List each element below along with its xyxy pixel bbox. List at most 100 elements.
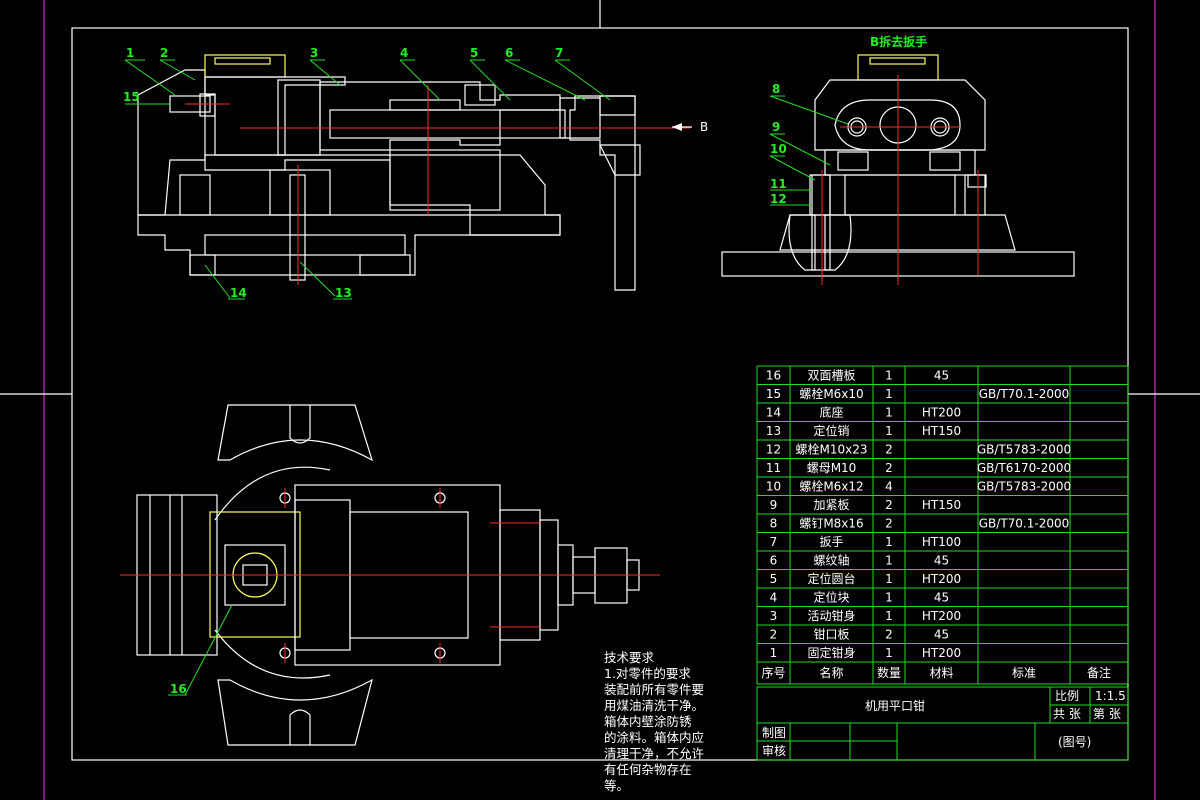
- table-header-name: 名称: [819, 665, 843, 680]
- callout-9: 9: [772, 120, 780, 134]
- table-cell-name: 双面槽板: [807, 369, 855, 383]
- drawn-by-label: 制图: [762, 726, 786, 740]
- table-cell-standard: GB/T6170-2000: [977, 461, 1071, 475]
- table-cell-material: 45: [934, 369, 949, 383]
- table-cell-qty: 1: [885, 572, 893, 586]
- scale-value: 1:1.5: [1095, 689, 1126, 703]
- table-cell-no: 8: [770, 517, 778, 531]
- side-view-callouts: 8 9 10 11 12: [769, 82, 849, 206]
- title-block: 机用平口钳 比例 1:1.5 共 张 第 张 制图 审核 (图号): [756, 686, 1129, 761]
- callout-3: 3: [310, 46, 318, 60]
- table-cell-name: 螺纹轴: [813, 553, 849, 568]
- table-cell-qty: 2: [885, 628, 893, 642]
- notes-title: 技术要求: [604, 650, 655, 665]
- table-cell-material: HT150: [922, 424, 961, 438]
- side-view: B拆去扳手: [721, 34, 1075, 285]
- table-cell-name: 加紧板: [813, 498, 849, 512]
- callout-16: 16: [170, 682, 187, 696]
- table-cell-name: 钳口板: [813, 628, 849, 642]
- table-cell-qty: 4: [885, 480, 893, 494]
- callout-13: 13: [335, 286, 352, 300]
- table-cell-no: 14: [766, 406, 781, 420]
- table-cell-qty: 1: [885, 535, 893, 549]
- table-cell-qty: 1: [885, 406, 893, 420]
- sheet-number: 第 张: [1093, 707, 1121, 721]
- table-cell-material: HT200: [922, 646, 961, 660]
- table-cell-qty: 2: [885, 443, 893, 457]
- table-cell-no: 12: [766, 443, 781, 457]
- callout-1: 1: [126, 46, 134, 60]
- total-sheets: 共 张: [1053, 707, 1081, 721]
- table-cell-qty: 1: [885, 591, 893, 605]
- notes-line: 的涂料。箱体内应: [604, 730, 705, 745]
- notes-line: 装配前所有零件要: [604, 682, 705, 697]
- table-cell-no: 5: [770, 572, 778, 586]
- table-cell-no: 11: [766, 461, 781, 475]
- section-arrow-label: B: [700, 120, 708, 134]
- table-cell-qty: 1: [885, 369, 893, 383]
- table-cell-qty: 2: [885, 517, 893, 531]
- table-header-remark: 备注: [1087, 665, 1111, 680]
- table-cell-no: 13: [766, 424, 781, 438]
- notes-line: 等。: [604, 778, 630, 793]
- technical-notes: 技术要求 1.对零件的要求 装配前所有零件要 用煤油清洗干净。 箱体内壁涂防锈 …: [604, 650, 732, 794]
- callout-12: 12: [770, 192, 787, 206]
- drawing-title: 机用平口钳: [865, 699, 925, 713]
- table-cell-no: 2: [770, 628, 778, 642]
- scale-label: 比例: [1055, 689, 1079, 703]
- callout-2: 2: [160, 46, 168, 60]
- table-cell-name: 螺栓M6x10: [799, 386, 863, 401]
- table-cell-name: 活动钳身: [807, 608, 855, 623]
- table-header-material: 材料: [929, 666, 953, 680]
- table-cell-qty: 2: [885, 461, 893, 475]
- callout-11: 11: [770, 177, 787, 191]
- table-cell-material: 45: [934, 591, 949, 605]
- table-cell-name: 螺母M10: [807, 461, 857, 475]
- table-cell-name: 螺钉M8x16: [799, 517, 863, 531]
- table-cell-material: HT200: [922, 406, 961, 420]
- checked-by-label: 审核: [762, 743, 786, 758]
- table-cell-qty: 2: [885, 498, 893, 512]
- front-view-callouts: 1 2 3 4 5 6 7 15 14 13: [123, 46, 611, 300]
- front-section-view: B: [137, 54, 708, 291]
- table-cell-material: HT200: [922, 572, 961, 586]
- table-cell-material: 45: [934, 554, 949, 568]
- table-cell-material: HT100: [922, 535, 961, 549]
- table-header-standard: 标准: [1012, 666, 1036, 680]
- table-cell-name: 固定钳身: [807, 645, 855, 660]
- table-cell-standard: GB/T5783-2000: [977, 480, 1071, 494]
- table-cell-name: 底座: [819, 405, 843, 420]
- table-cell-material: HT200: [922, 609, 961, 623]
- table-cell-no: 1: [770, 646, 778, 660]
- table-cell-no: 16: [766, 369, 781, 383]
- table-cell-standard: GB/T70.1-2000: [979, 517, 1070, 531]
- table-cell-qty: 1: [885, 609, 893, 623]
- table-cell-name: 定位圆台: [807, 571, 855, 586]
- view-title: B拆去扳手: [870, 34, 927, 49]
- notes-line: 箱体内壁涂防锈: [604, 714, 692, 729]
- table-cell-material: 45: [934, 628, 949, 642]
- callout-7: 7: [555, 46, 563, 60]
- top-view-callout: 16: [168, 604, 233, 696]
- callout-10: 10: [770, 142, 787, 156]
- table-cell-no: 10: [766, 480, 781, 494]
- callout-5: 5: [470, 46, 478, 60]
- table-cell-qty: 1: [885, 646, 893, 660]
- table-cell-name: 扳手: [819, 535, 843, 549]
- notes-line: 清理干净，不允许: [604, 746, 705, 761]
- table-cell-name: 螺栓M6x12: [799, 479, 863, 494]
- drawing-number: (图号): [1058, 735, 1091, 749]
- table-cell-no: 4: [770, 591, 778, 605]
- top-view: [120, 404, 660, 746]
- table-cell-no: 15: [766, 387, 781, 401]
- table-cell-qty: 1: [885, 554, 893, 568]
- table-cell-qty: 1: [885, 424, 893, 438]
- callout-4: 4: [400, 46, 408, 60]
- table-cell-no: 7: [770, 535, 778, 549]
- callout-14: 14: [230, 286, 247, 300]
- table-cell-name: 定位块: [813, 590, 849, 605]
- callout-8: 8: [772, 82, 780, 96]
- notes-line: 1.对零件的要求: [604, 666, 691, 681]
